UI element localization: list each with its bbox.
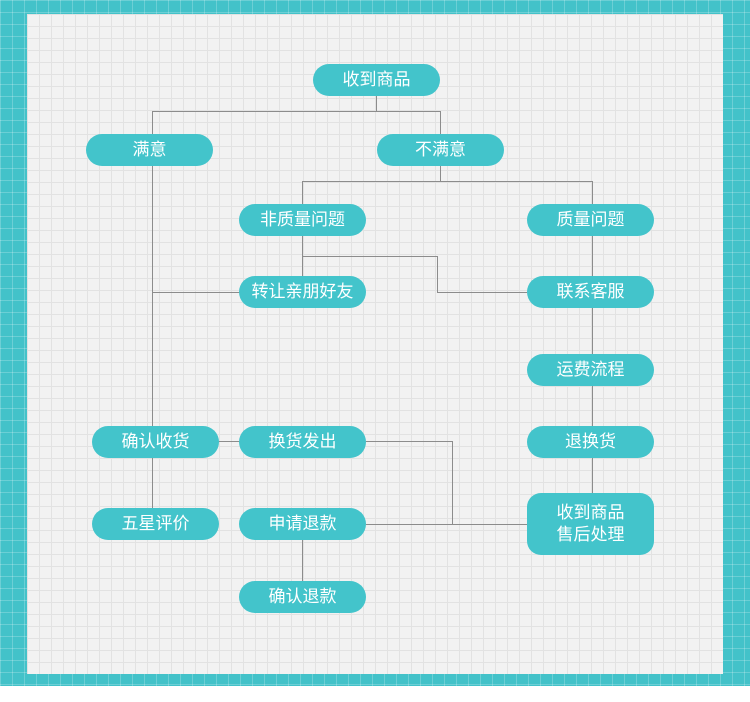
node-after-sale-line2: 售后处理	[556, 525, 625, 545]
node-confirm-receipt: 确认收货	[92, 426, 219, 458]
connector-nonquality-contact	[302, 256, 527, 293]
node-after-sale-handling: 收到商品 售后处理	[527, 493, 654, 555]
node-five-star-review: 五星评价	[92, 508, 219, 540]
outer-frame	[0, 0, 750, 686]
node-apply-refund: 申请退款	[239, 508, 366, 540]
node-contact-service: 联系客服	[527, 276, 654, 308]
connector-to-quality	[440, 181, 593, 205]
node-exchange-sent: 换货发出	[239, 426, 366, 458]
node-quality-issue: 质量问题	[527, 204, 654, 236]
node-after-sale-line1: 收到商品	[556, 503, 625, 523]
connector-dissatisfied-branch	[302, 166, 441, 205]
connector-to-dissatisfied	[376, 111, 441, 135]
node-transfer-to-friends: 转让亲朋好友	[239, 276, 366, 308]
node-dissatisfied: 不满意	[377, 134, 504, 166]
node-satisfied: 满意	[86, 134, 213, 166]
node-non-quality-issue: 非质量问题	[239, 204, 366, 236]
connector-received-branch	[152, 95, 377, 135]
connector-exchange-aftersale	[366, 441, 527, 525]
node-shipping-process: 运费流程	[527, 354, 654, 386]
node-return-exchange: 退换货	[527, 426, 654, 458]
diagram-canvas	[27, 14, 723, 674]
node-received-goods: 收到商品	[313, 64, 440, 96]
node-confirm-refund: 确认退款	[239, 581, 366, 613]
